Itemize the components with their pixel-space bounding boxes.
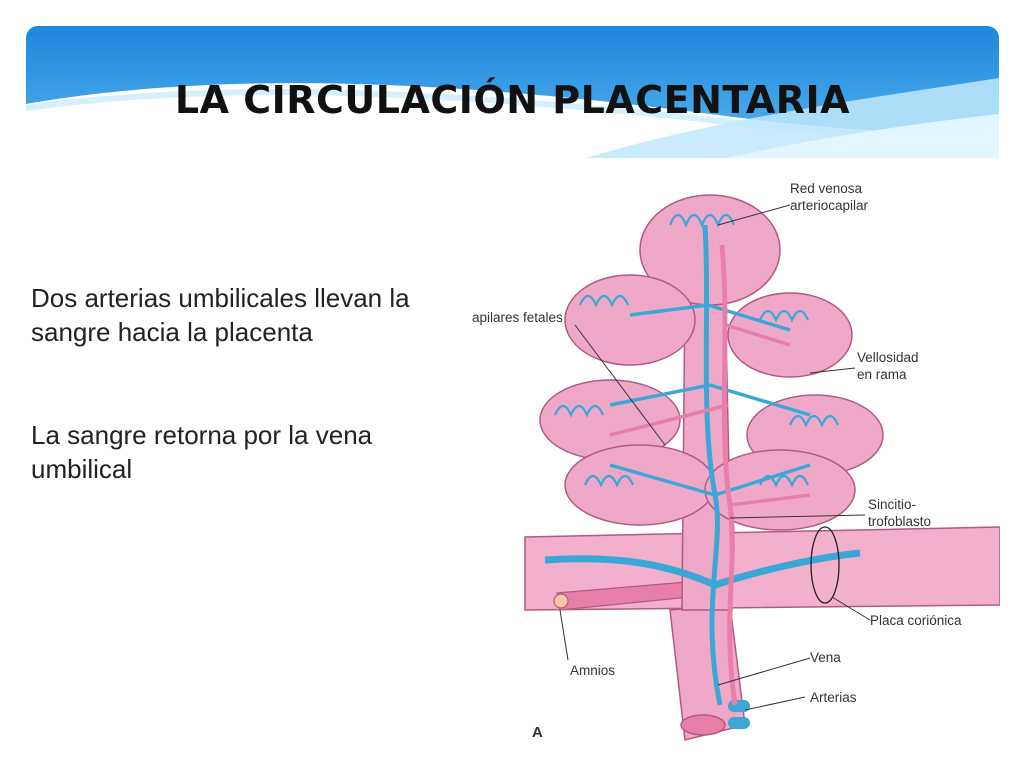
label-amnios: Amnios bbox=[570, 663, 616, 678]
artery-branches bbox=[609, 323, 811, 507]
cord-artery-1 bbox=[728, 700, 750, 712]
label-vellosidad-2: en rama bbox=[857, 367, 907, 382]
label-red-venosa-2: arteriocapilar bbox=[790, 198, 869, 213]
leader-lines bbox=[559, 204, 871, 711]
plate-vein bbox=[544, 549, 861, 589]
cord-artery-2 bbox=[728, 717, 750, 729]
label-red-venosa-1: Red venosa bbox=[790, 181, 863, 196]
label-vena: Vena bbox=[810, 650, 841, 665]
label-sincitio-2: trofoblasto bbox=[868, 514, 932, 529]
placa-ring bbox=[810, 526, 840, 604]
artery-opening bbox=[553, 593, 569, 609]
panel-label: A bbox=[532, 724, 543, 741]
header-band bbox=[26, 26, 999, 158]
cord-vein-end bbox=[680, 714, 726, 736]
label-placa-corionica: Placa coriónica bbox=[870, 613, 962, 628]
text-vein: La sangre retorna por la vena umbilical bbox=[31, 420, 373, 484]
placenta-villus-diagram: Red venosa arteriocapilar apilares fetal… bbox=[460, 165, 1001, 760]
text-arteries: Dos arterias umbilicales llevan la sangr… bbox=[31, 283, 410, 347]
label-vellosidad-1: Vellosidad bbox=[857, 350, 919, 365]
label-sincitio-1: Sincitio- bbox=[868, 497, 917, 512]
villus-illustration bbox=[524, 194, 1001, 741]
capillary-loops bbox=[553, 213, 840, 488]
label-capilares: apilares fetales bbox=[472, 310, 563, 325]
villus-branches bbox=[539, 194, 884, 531]
label-arterias: Arterias bbox=[810, 690, 857, 705]
slide-title: LA CIRCULACIÓN PLACENTARIA bbox=[174, 78, 851, 122]
main-artery bbox=[719, 244, 738, 706]
vein-branches bbox=[609, 303, 811, 497]
